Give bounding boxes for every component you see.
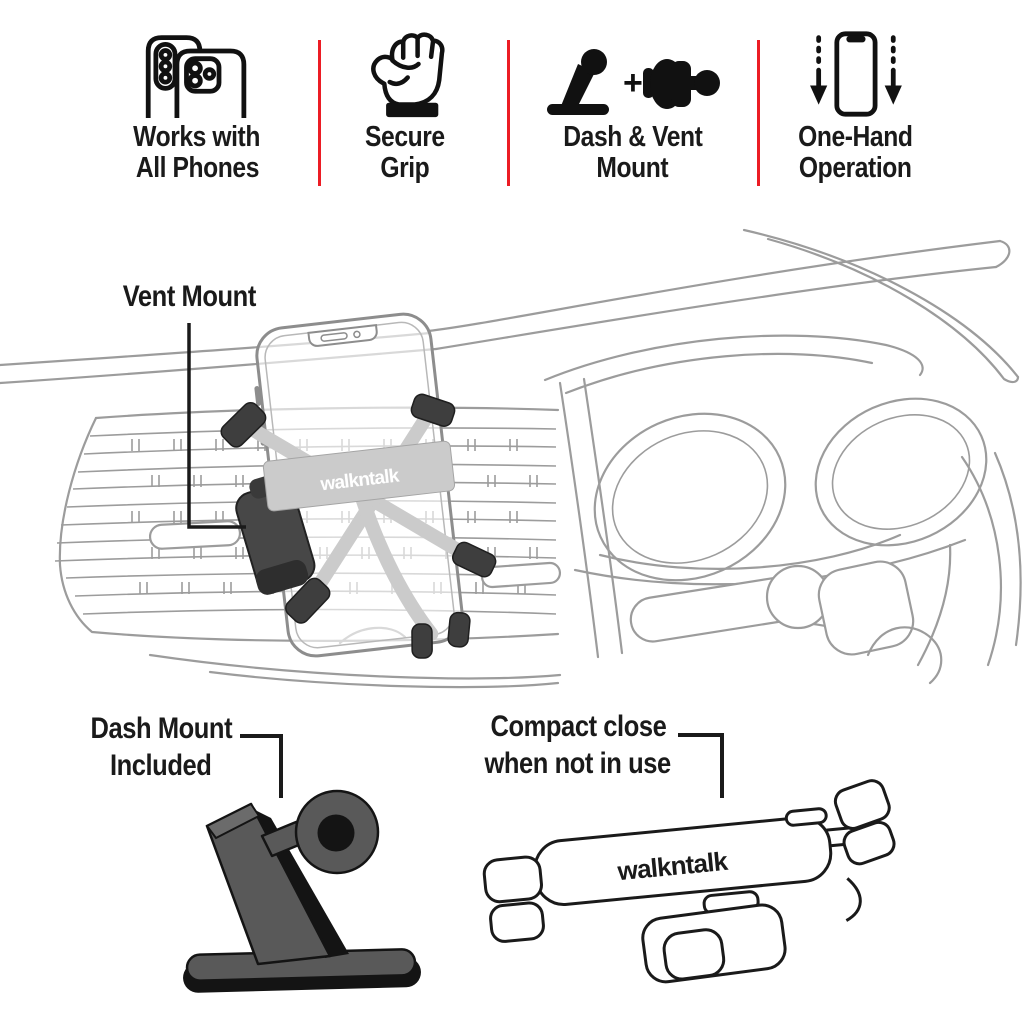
vent-mount-pointer [187, 323, 246, 529]
feature-label: Dash & Vent Mount [562, 121, 703, 184]
cradle-clips [220, 393, 497, 659]
compact-closed-illustration: walkntalk [482, 733, 896, 984]
one-hand-icon [801, 28, 909, 118]
dash-vent-icons: + [545, 28, 721, 118]
feature-works-with-all-phones: Works with All Phones [103, 28, 291, 184]
bottom-illustrations: walkntalk [183, 733, 896, 993]
feature-label: Secure Grip [365, 121, 445, 184]
red-divider [757, 40, 760, 186]
dash-mount-illustration [183, 734, 421, 993]
vent-mount-icon [642, 59, 720, 109]
cradle-band [262, 440, 456, 512]
feature-dash-vent-mount: + Dash & Vent Mount [535, 28, 730, 184]
dash-mount-pointer [240, 734, 283, 798]
phones-icon [133, 28, 261, 118]
feature-one-hand-operation: One-Hand Operation [765, 28, 945, 184]
plus-sign: + [623, 64, 643, 102]
vent-mount-label: Vent Mount [122, 280, 256, 313]
compact-label: Compact close when not in use [484, 710, 672, 780]
feature-label: Works with All Phones [133, 121, 261, 184]
compact-pointer [678, 733, 724, 798]
feature-secure-grip: Secure Grip [330, 28, 480, 184]
steering-column [629, 451, 1022, 685]
dash-mount-label: Dash Mount Included [90, 712, 232, 782]
right-clip [833, 779, 891, 830]
dash-mount-icon [546, 49, 609, 115]
phone-in-cradle: walkntalk [220, 312, 497, 659]
fist-icon [355, 28, 455, 118]
red-divider [507, 40, 510, 186]
red-divider [318, 40, 321, 186]
instrument-cluster [543, 334, 988, 586]
vent-clip-mount [235, 471, 316, 595]
dashboard-illustration: walkntalk [0, 228, 1022, 689]
feature-label: One-Hand Operation [797, 121, 913, 184]
left-clip [482, 855, 543, 904]
